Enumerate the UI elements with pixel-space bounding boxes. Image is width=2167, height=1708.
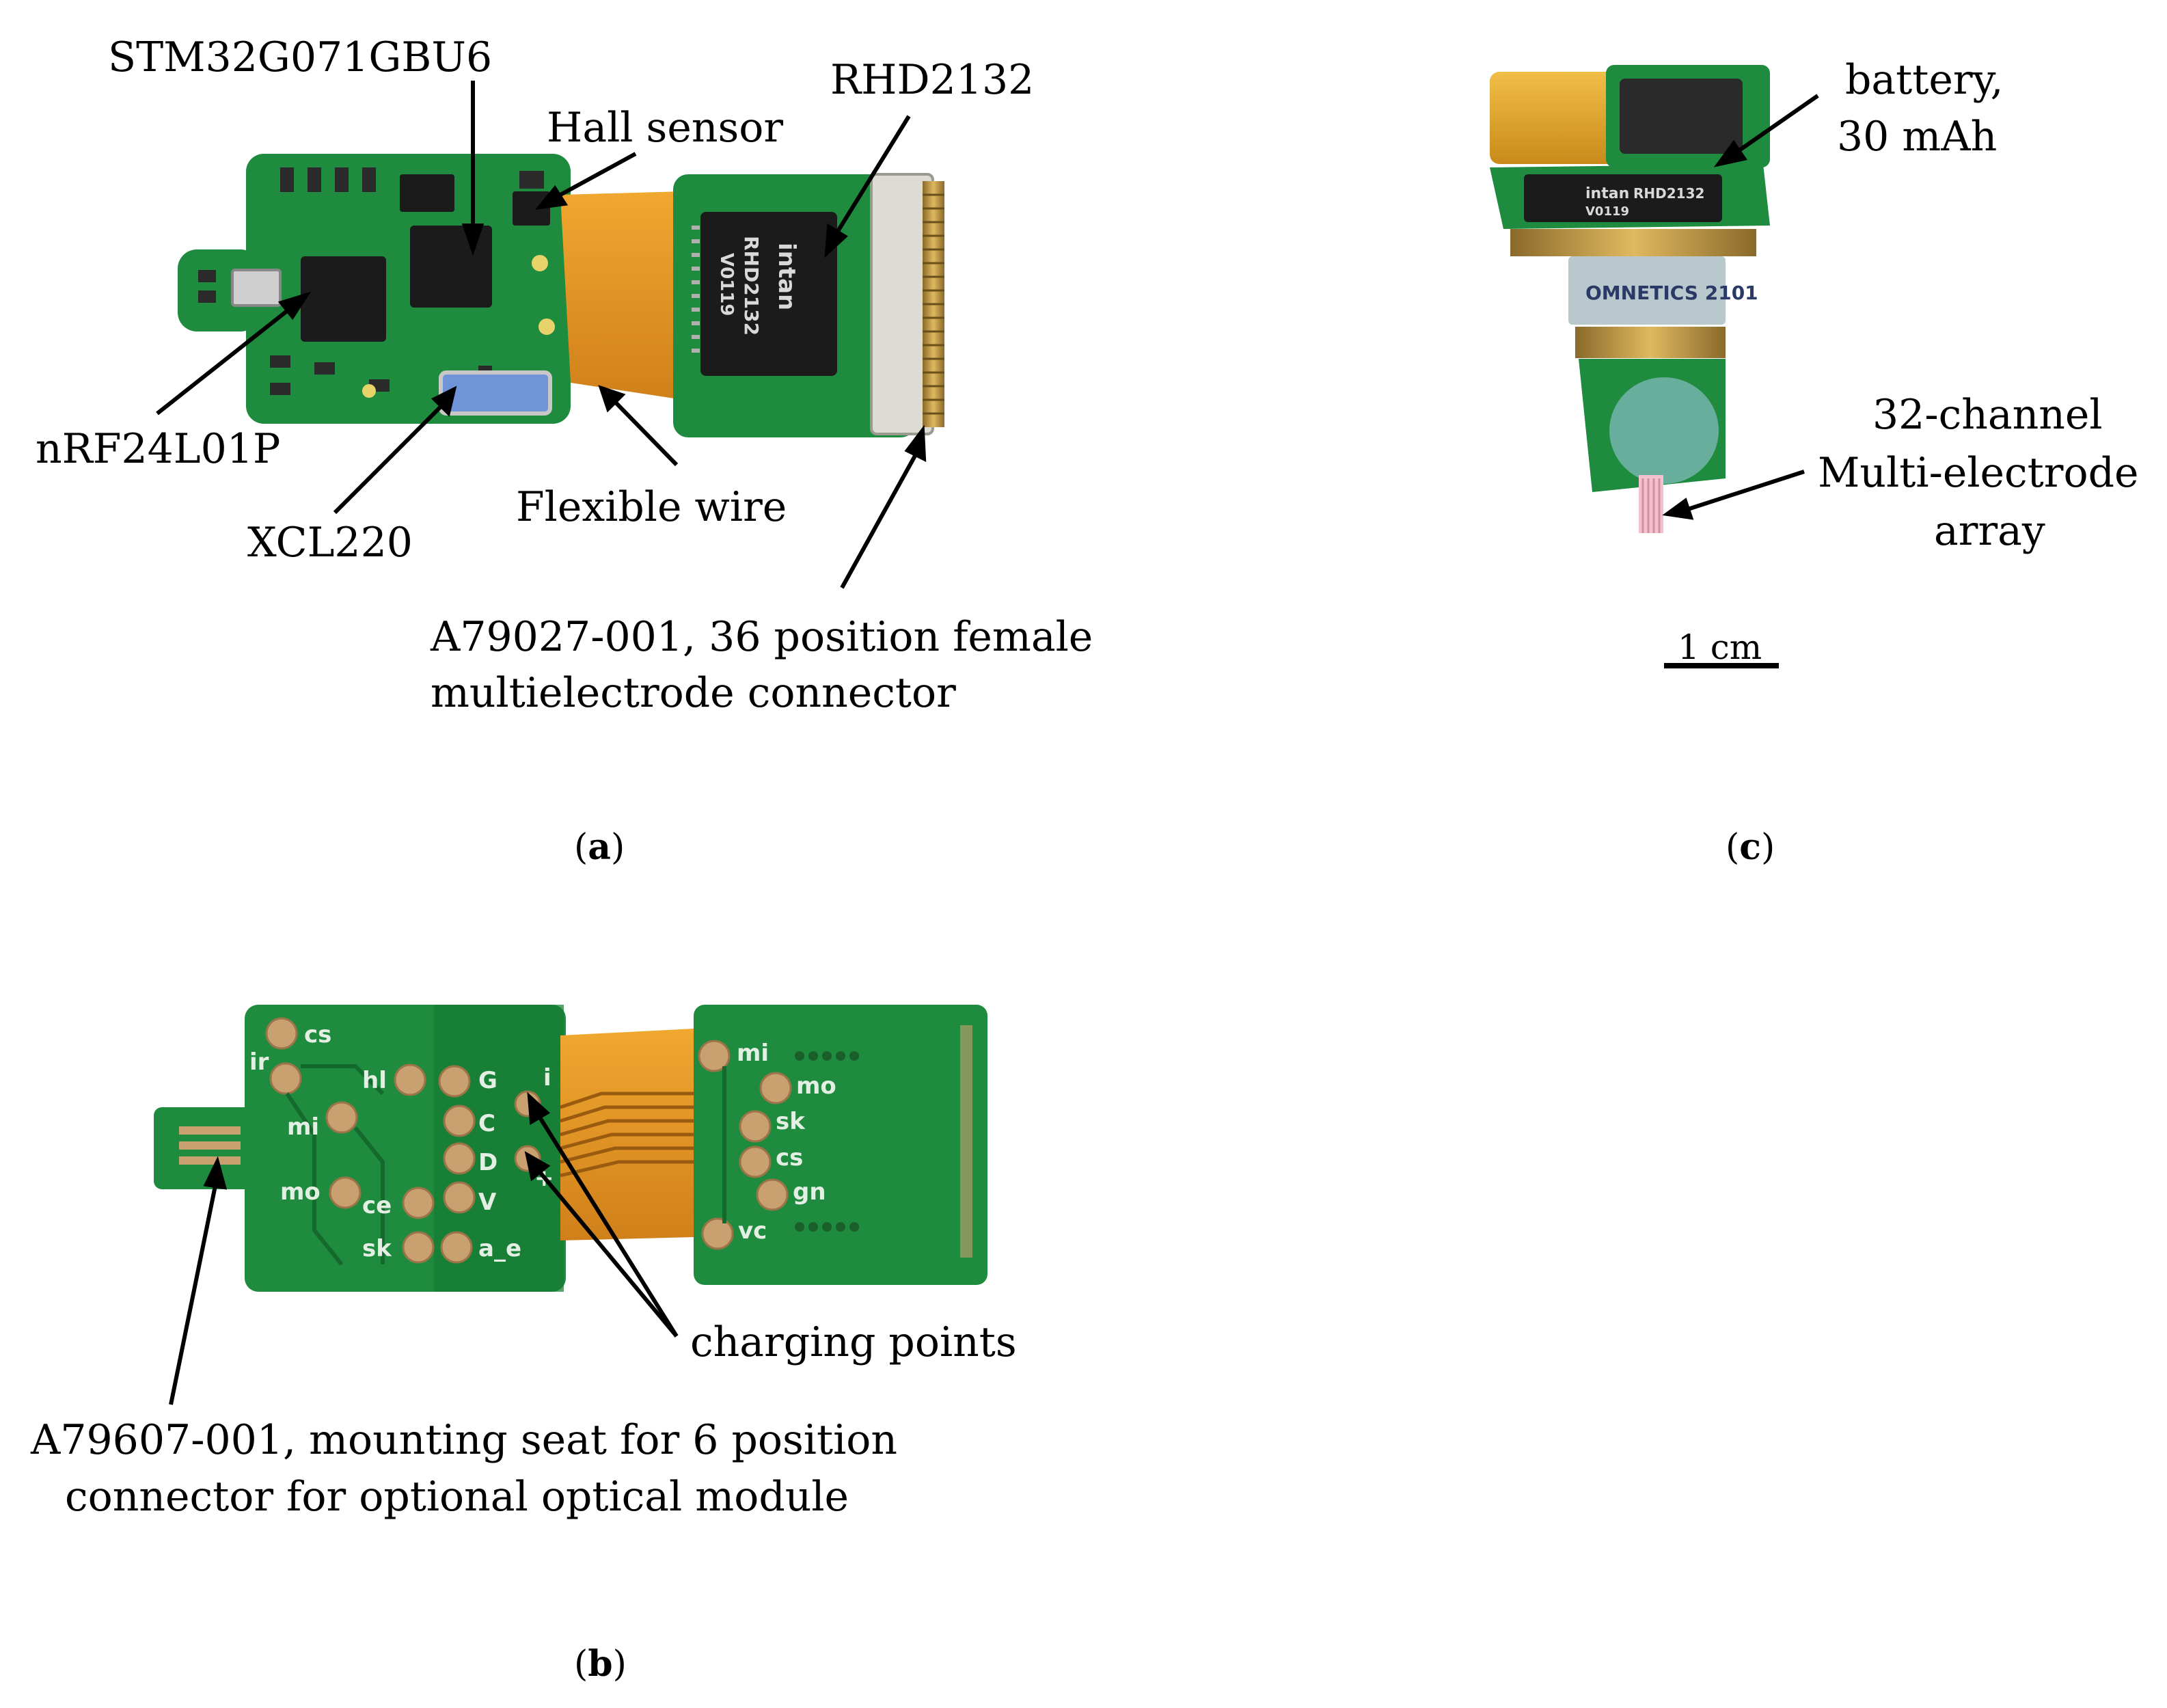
chip-model-text: RHD2132	[740, 236, 763, 336]
caption-a: (a)	[574, 826, 625, 869]
stm-chip	[410, 226, 492, 308]
pad-label-right-mi: mi	[737, 1040, 769, 1067]
pad-label-right-gn: gn	[793, 1178, 826, 1206]
battery	[1490, 72, 1616, 164]
nrf-chip	[301, 256, 386, 342]
pad-label-mo: mo	[280, 1178, 321, 1206]
pad-label-cs: cs	[304, 1021, 331, 1048]
panel-c-arrows	[1662, 94, 1819, 520]
xcl220-inductor	[439, 370, 552, 416]
label-xcl220: XCL220	[247, 519, 413, 567]
label-charging-points: charging points	[690, 1318, 1017, 1366]
panel-b-arrows	[169, 1092, 679, 1405]
pad-label-i: i	[543, 1064, 551, 1092]
chip-brand-text: intan	[773, 243, 800, 310]
label-hall-sensor: Hall sensor	[547, 104, 784, 152]
hall-sensor	[513, 191, 550, 226]
pad-label-ir: ir	[249, 1048, 269, 1076]
label-mounting-line2: connector for optional optical module	[65, 1473, 849, 1521]
label-battery-line1: battery,	[1845, 56, 2004, 104]
omnetics-connector	[1568, 256, 1726, 325]
label-connector-line2: multielectrode connector	[431, 669, 956, 717]
label-nrf24l01p: nRF24L01P	[36, 425, 281, 473]
label-scale-1cm: 1 cm	[1678, 627, 1762, 667]
encapsulated-array-base	[1609, 377, 1719, 484]
label-battery-line2: 30 mAh	[1837, 113, 1998, 161]
pad-label-right-mo: mo	[796, 1072, 836, 1100]
pad-label-right-vc: vc	[738, 1217, 767, 1245]
panel-c-intan-chip	[1524, 174, 1722, 222]
panel-a-pcb-photo: intan RHD2132 V0119	[178, 154, 944, 437]
panel-a-arrows	[156, 81, 927, 589]
scale-bar	[1664, 663, 1779, 668]
intan-chip	[700, 212, 837, 376]
omnetics-label: OMNETICS 2101	[1585, 282, 1758, 304]
panel-c-device-photo: intan RHD2132 V0119 OMNETICS 2101	[1490, 65, 1770, 533]
flexible-wire	[560, 191, 683, 400]
pad-label-sk: sk	[362, 1235, 392, 1262]
label-mounting-line1: A79607-001, mounting seat for 6 position	[31, 1416, 898, 1464]
pad-label-hl: hl	[362, 1067, 387, 1094]
label-array-line2: Multi-electrode	[1818, 449, 2139, 497]
pad-label-V: V	[478, 1189, 497, 1216]
pad-label-a-e: a_e	[478, 1235, 521, 1262]
label-rhd2132: RHD2132	[830, 56, 1035, 104]
pad-label-G: G	[478, 1067, 498, 1094]
pad-label-C: C	[478, 1110, 495, 1137]
panel-c-chip-model: RHD2132	[1633, 185, 1704, 202]
crystal-oscillator	[231, 269, 282, 307]
label-array-line1: 32-channel	[1872, 391, 2103, 439]
caption-c: (c)	[1726, 826, 1775, 869]
pad-label-ce: ce	[362, 1192, 392, 1219]
panel-c-chip-code: V0119	[1585, 204, 1629, 219]
label-connector-line1: A79027-001, 36 position female	[431, 613, 1093, 661]
label-flexible-wire: Flexible wire	[516, 483, 787, 531]
pcb-main-board	[246, 154, 571, 424]
pad-label-right-cs: cs	[776, 1144, 803, 1171]
label-array-line3: array	[1934, 507, 2045, 555]
chip-code-text: V0119	[716, 253, 737, 316]
pad-label-D: D	[478, 1149, 498, 1176]
pad-label-right-sk: sk	[776, 1108, 806, 1135]
caption-b: (b)	[574, 1643, 627, 1685]
panel-b-pcb-photo: cs ir hl G i mi C D mo ce V + sk a_e mi …	[154, 1005, 987, 1292]
regulator	[400, 174, 454, 212]
pad-label-mi: mi	[287, 1113, 319, 1141]
label-stm32: STM32G071GBU6	[108, 33, 493, 81]
panel-c-chip-brand: intan	[1585, 185, 1629, 202]
